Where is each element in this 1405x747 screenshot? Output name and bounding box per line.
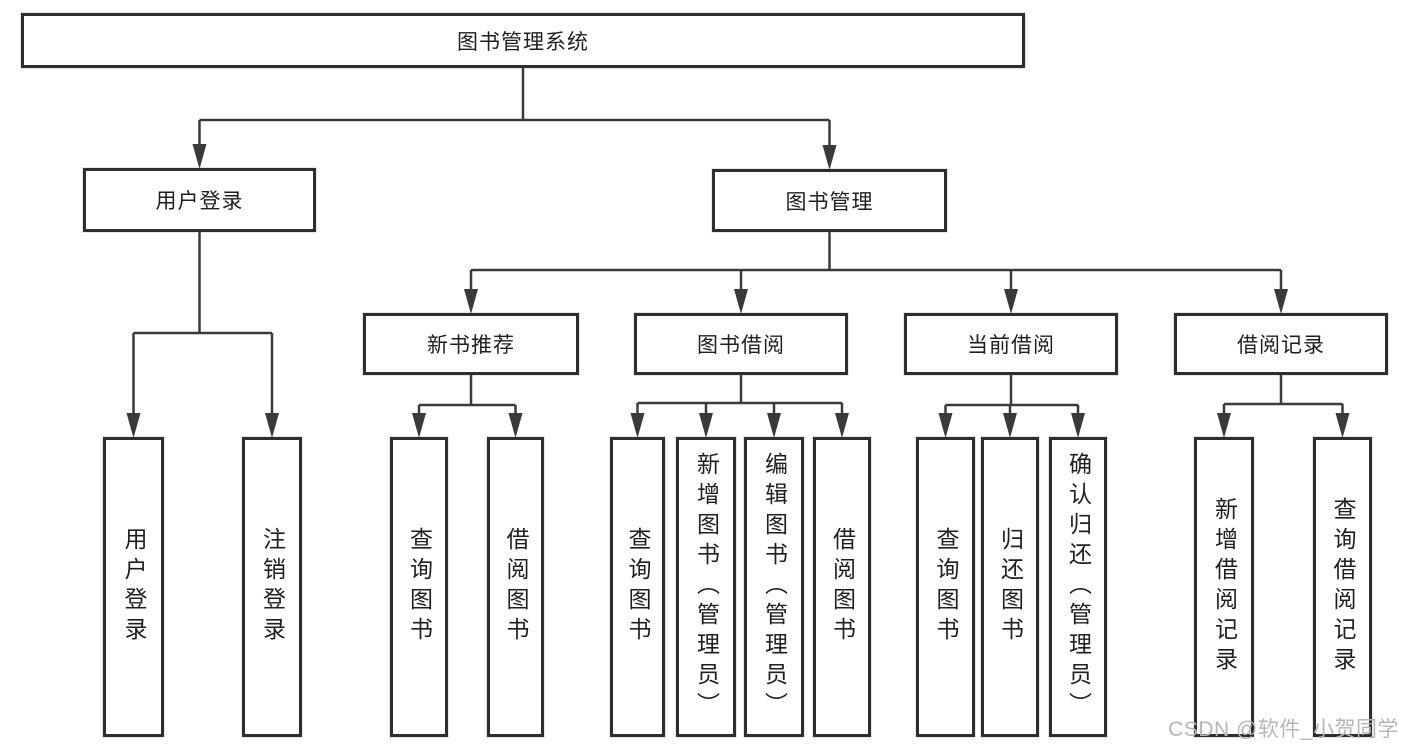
node-record: 借阅记录: [1174, 313, 1388, 375]
node-root: 图书管理系统: [21, 13, 1025, 68]
node-record-2: 查询借阅记录: [1313, 437, 1372, 737]
node-login: 用户登录: [83, 168, 316, 232]
arrowhead-current-3: [1071, 413, 1085, 438]
node-label-borrow-4: 借阅图书: [829, 527, 856, 647]
arrowhead-borrow-2: [699, 413, 713, 438]
node-label-borrow-2: 新增图书（管理员）: [693, 452, 720, 722]
node-borrow-2: 新增图书（管理员）: [676, 437, 736, 737]
arrowhead-rec: [464, 289, 478, 314]
node-rec-2: 借阅图书: [487, 437, 544, 737]
arrowhead-borrow-1: [630, 413, 645, 438]
node-label-borrow-3: 编辑图书（管理员）: [761, 452, 788, 722]
node-current: 当前借阅: [904, 313, 1118, 375]
node-label-root: 图书管理系统: [457, 30, 589, 54]
node-label-login-2: 注销登录: [259, 527, 286, 647]
node-rec-1: 查询图书: [390, 437, 448, 737]
node-label-borrow: 图书借阅: [697, 334, 785, 357]
watermark: CSDN @软件_小贺同学: [1168, 718, 1399, 741]
arrowhead-login: [192, 144, 207, 169]
node-borrow-1: 查询图书: [610, 437, 665, 737]
node-label-current-3: 确认归还（管理员）: [1065, 452, 1092, 722]
node-label-borrow-1: 查询图书: [625, 527, 651, 647]
node-label-login: 用户登录: [155, 190, 244, 213]
node-label-current-1: 查询图书: [933, 527, 959, 647]
arrowhead-record-1: [1217, 413, 1231, 438]
node-current-1: 查询图书: [916, 437, 975, 737]
arrowhead-rec-2: [508, 413, 523, 438]
node-label-rec-2: 借阅图书: [503, 527, 529, 647]
node-rec: 新书推荐: [363, 313, 579, 375]
node-borrow: 图书借阅: [634, 313, 848, 375]
node-label-current-2: 归还图书: [997, 527, 1024, 647]
node-label-rec: 新书推荐: [427, 334, 515, 357]
arrowhead-record: [1274, 289, 1288, 314]
arrowhead-borrow-3: [767, 413, 781, 438]
node-mgmt: 图书管理: [712, 169, 947, 232]
node-label-current: 当前借阅: [967, 334, 1055, 357]
node-login-2: 注销登录: [242, 437, 302, 737]
arrowhead-login-1: [126, 413, 141, 438]
arrowhead-record-2: [1335, 413, 1350, 438]
arrowhead-borrow: [734, 289, 748, 314]
node-label-record-1: 新增借阅记录: [1211, 497, 1238, 677]
arrowhead-rec-1: [412, 413, 426, 438]
node-label-mgmt: 图书管理: [785, 190, 874, 214]
node-label-login-1: 用户登录: [121, 527, 147, 647]
node-record-1: 新增借阅记录: [1194, 437, 1254, 737]
node-current-2: 归还图书: [981, 437, 1039, 737]
arrowhead-mgmt: [822, 145, 837, 170]
node-borrow-3: 编辑图书（管理员）: [744, 437, 804, 737]
node-current-3: 确认归还（管理员）: [1049, 437, 1107, 737]
arrowhead-borrow-4: [835, 413, 849, 438]
node-label-record-2: 查询借阅记录: [1330, 497, 1356, 677]
node-label-rec-1: 查询图书: [406, 527, 433, 647]
arrowhead-current-2: [1003, 413, 1017, 438]
arrowhead-current: [1004, 289, 1018, 314]
arrowhead-current-1: [938, 413, 953, 438]
arrowhead-login-2: [265, 413, 279, 438]
node-login-1: 用户登录: [103, 437, 164, 737]
node-label-record: 借阅记录: [1237, 334, 1325, 357]
node-borrow-4: 借阅图书: [813, 437, 871, 737]
